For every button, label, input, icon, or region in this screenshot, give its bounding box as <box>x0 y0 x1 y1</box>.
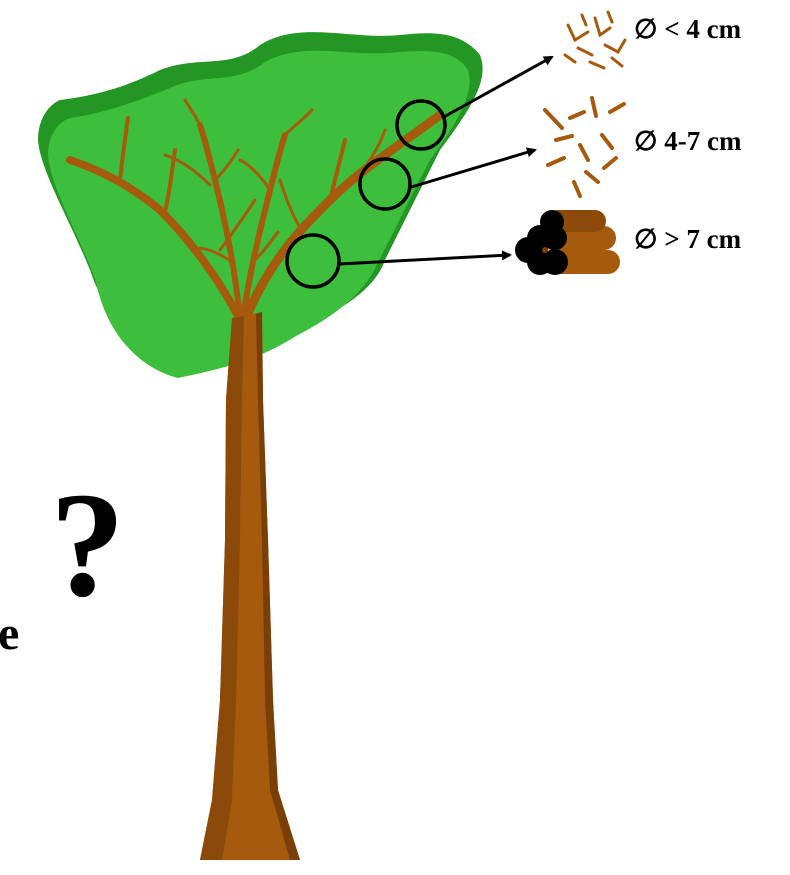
arrow-medium <box>407 147 537 190</box>
logs-icon <box>515 210 620 275</box>
branch-circle-small <box>395 99 447 151</box>
sticks-icon <box>543 96 626 198</box>
arrow-small <box>441 55 554 120</box>
size-label-small: ∅ < 4 cm <box>634 14 742 44</box>
canopy <box>38 32 483 379</box>
branches <box>66 98 445 325</box>
edge-letter: e <box>0 607 20 660</box>
twigs-icon <box>563 10 627 70</box>
question-mark: ? <box>50 462 125 628</box>
size-label-large: ∅ > 7 cm <box>634 224 742 254</box>
size-label-medium: ∅ 4-7 cm <box>634 126 742 156</box>
branch-circle-large <box>285 233 341 289</box>
arrow-large <box>338 250 512 266</box>
branch-circle-medium <box>358 157 412 211</box>
trunk <box>200 312 300 860</box>
